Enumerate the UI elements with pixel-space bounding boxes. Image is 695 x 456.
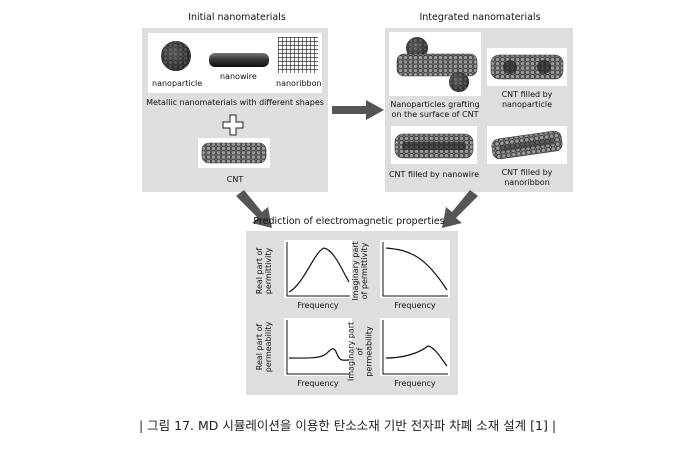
cnt-card — [198, 138, 270, 168]
label-cnt-nw: CNT filled by nanowire — [388, 170, 480, 179]
plot4 — [380, 318, 450, 376]
cnt-image — [201, 142, 267, 164]
right-panel-title: Integrated nanomaterials — [419, 12, 541, 23]
plot2-xlabel: Frequency — [394, 301, 436, 310]
plot1-ylabel: Real part of permittivity — [255, 247, 273, 295]
left-panel: nanoparticle nanowire nanoribbon Metalli… — [142, 28, 328, 192]
right-panel: Nanoparticles grafting on the surface of… — [385, 28, 573, 192]
label-nanoparticle: nanoparticle — [152, 79, 203, 88]
plot1 — [284, 240, 352, 298]
right-arrow-icon — [332, 100, 384, 120]
down-left-arrow-icon — [442, 190, 478, 228]
plot2-ylabel: Imaginary part of permittivity — [351, 241, 369, 301]
label-nanowire: nanowire — [220, 72, 257, 81]
nanomaterials-caption: Metallic nanomaterials with different sh… — [146, 98, 324, 107]
cnt-nw-card — [391, 126, 477, 164]
plus-icon — [222, 114, 244, 136]
bottom-panel-title: Prediction of electromagnetic properties — [253, 216, 445, 227]
plot2 — [380, 240, 450, 298]
cnt-label: CNT — [226, 175, 244, 184]
plot4-xlabel: Frequency — [394, 379, 436, 388]
plot3-ylabel: Real part of permeability — [255, 321, 273, 373]
label-cnt-np: CNT filled by nanoparticle — [501, 90, 553, 109]
nanoribbon-image — [278, 37, 318, 73]
left-panel-title: Initial nanomaterials — [188, 12, 286, 23]
plot4-ylabel: Imaginary part of permeability — [346, 321, 374, 382]
nanowire-image — [209, 53, 269, 67]
plot3-xlabel: Frequency — [297, 379, 339, 388]
cnt-nr-card — [487, 126, 567, 164]
np-grafting-card — [389, 32, 481, 96]
plot3 — [284, 318, 352, 376]
figure-caption: | 그림 17. MD 시뮬레이션을 이용한 탄소소재 기반 전자파 차폐 소재… — [138, 418, 557, 433]
label-np-grafting: Nanoparticles grafting on the surface of… — [390, 100, 480, 119]
down-right-arrow-icon — [236, 190, 272, 228]
cnt-np-card — [487, 48, 567, 86]
label-cnt-nr: CNT filled by nanoribbon — [501, 168, 553, 187]
nanomaterials-card: nanoparticle nanowire nanoribbon — [148, 33, 322, 93]
plot1-xlabel: Frequency — [297, 301, 339, 310]
label-nanoribbon: nanoribbon — [276, 79, 322, 88]
